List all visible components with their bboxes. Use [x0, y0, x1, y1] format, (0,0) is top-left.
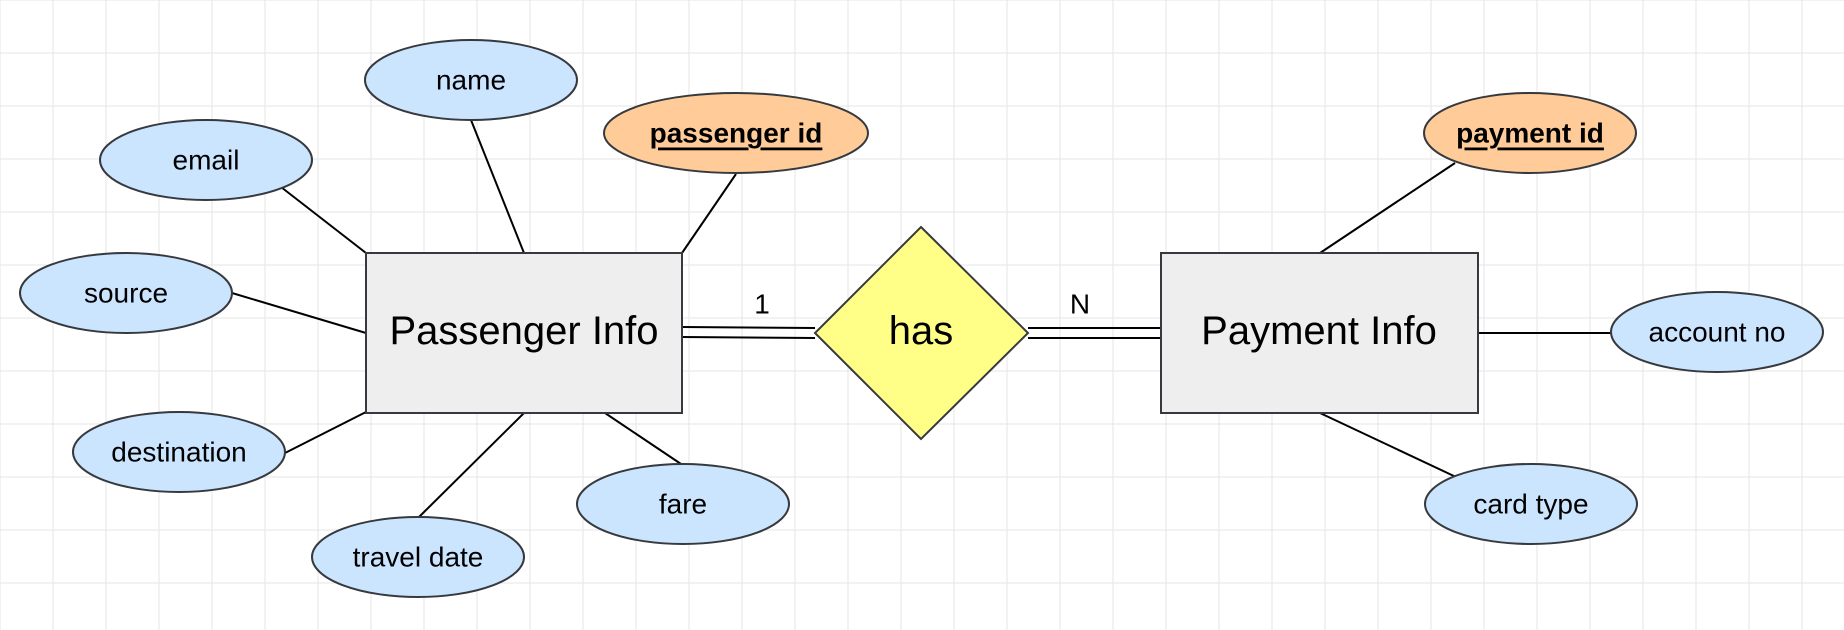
- key-attribute-payment-id[interactable]: payment id: [1423, 92, 1637, 174]
- entity-passenger-info[interactable]: Passenger Info: [365, 252, 683, 414]
- connector-passenger-id: [681, 173, 737, 254]
- connector-name: [470, 119, 525, 254]
- connector-payment-id: [1319, 162, 1456, 254]
- attribute-name[interactable]: name: [364, 39, 578, 121]
- connector-travel-date: [417, 412, 525, 519]
- attribute-travel-date[interactable]: travel date: [311, 516, 525, 598]
- key-attribute-passenger-id-label: passenger id: [650, 118, 823, 149]
- entity-payment-info[interactable]: Payment Info: [1160, 252, 1479, 414]
- connector-passenger-has-line-1: [681, 326, 816, 329]
- entity-payment-info-label: Payment Info: [1201, 309, 1437, 353]
- key-attribute-passenger-id[interactable]: passenger id: [603, 92, 869, 174]
- attribute-name-label: name: [436, 65, 506, 96]
- relationship-has-label: has: [889, 309, 954, 353]
- attribute-email[interactable]: email: [99, 119, 313, 201]
- cardinality-one: 1: [754, 289, 770, 320]
- key-attribute-payment-id-label: payment id: [1456, 118, 1604, 149]
- connector-card-type: [1319, 412, 1457, 478]
- attribute-account-no[interactable]: account no: [1610, 291, 1824, 373]
- relationship-has[interactable]: has: [813, 225, 1030, 441]
- connector-email: [280, 186, 367, 254]
- attribute-destination[interactable]: destination: [72, 411, 286, 493]
- attribute-destination-label: destination: [111, 437, 246, 468]
- entity-passenger-info-label: Passenger Info: [389, 309, 658, 353]
- attribute-fare[interactable]: fare: [576, 463, 790, 545]
- attribute-travel-date-label: travel date: [353, 542, 484, 573]
- connector-fare: [604, 412, 682, 465]
- connectors: [231, 119, 1611, 519]
- connector-passenger-has-line-2: [681, 336, 816, 339]
- attribute-card-type[interactable]: card type: [1424, 463, 1638, 545]
- attribute-card-type-label: card type: [1473, 489, 1588, 520]
- connector-destination: [284, 411, 367, 454]
- attribute-source[interactable]: source: [19, 252, 233, 334]
- cardinality-many: N: [1070, 289, 1090, 320]
- attribute-source-label: source: [84, 278, 168, 309]
- attribute-fare-label: fare: [659, 489, 707, 520]
- attribute-account-no-label: account no: [1649, 317, 1786, 348]
- attribute-email-label: email: [173, 145, 240, 176]
- connector-source: [231, 292, 367, 334]
